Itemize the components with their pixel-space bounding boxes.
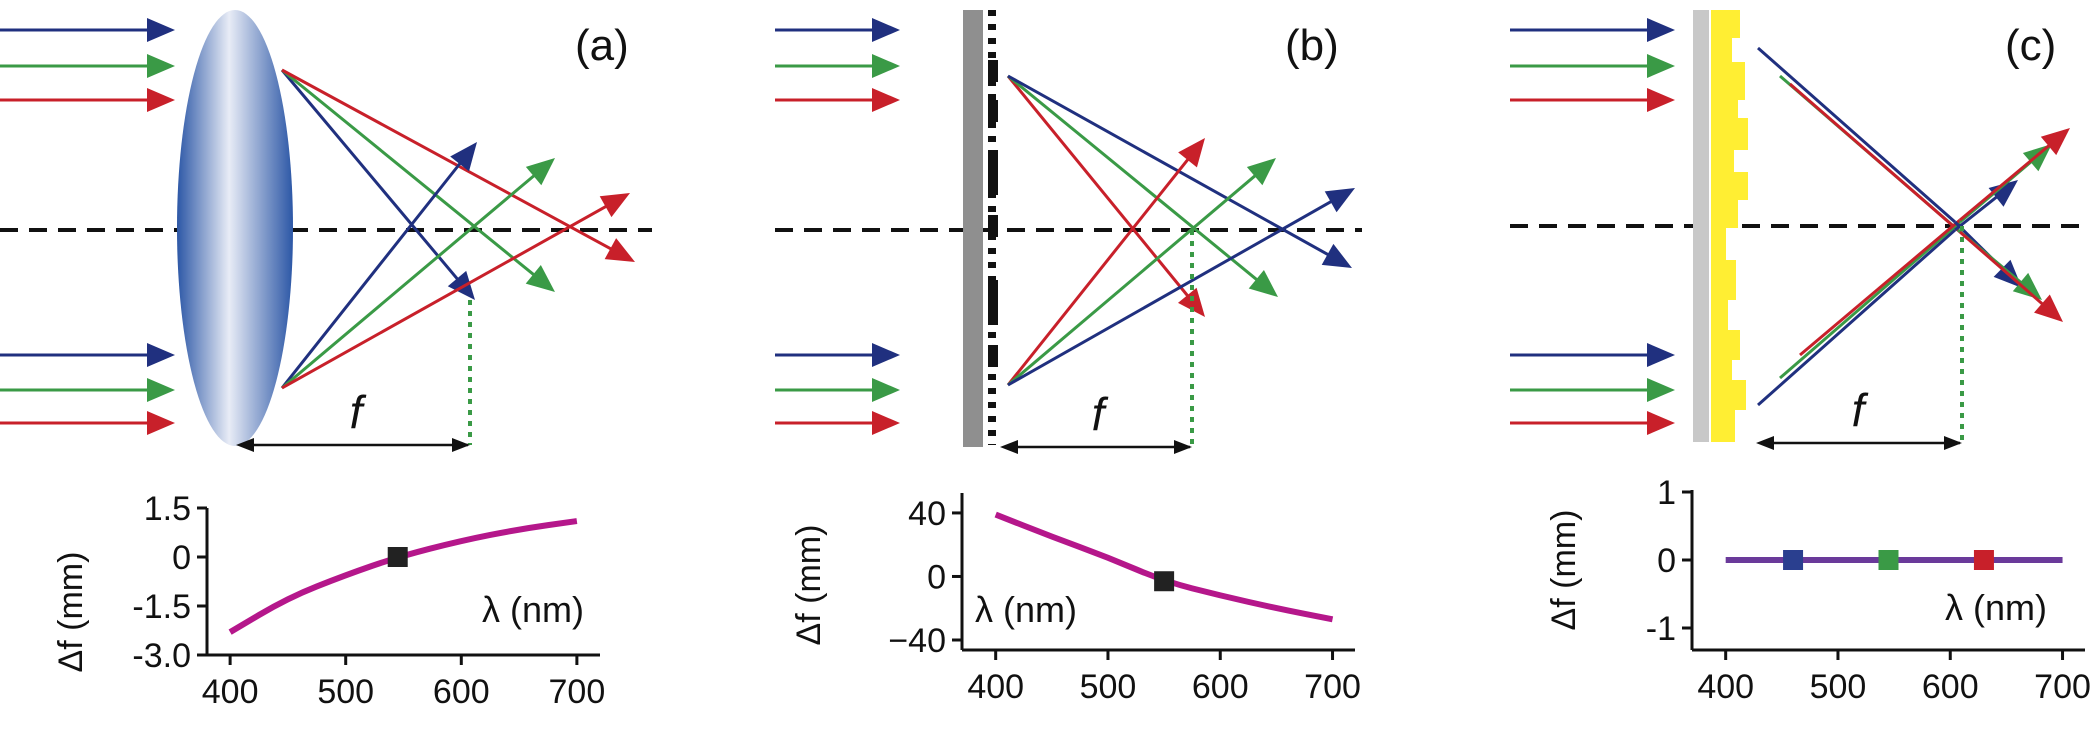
ray-c-bot-green [1779, 220, 1961, 380]
incident-ray-a-0-red [0, 88, 175, 112]
chart-c-x-label: λ (nm) [1945, 587, 2047, 628]
ray-c-bot-red [1799, 218, 1961, 357]
chart-a-xtick-label: 400 [202, 673, 259, 711]
focal-label-c: f [1852, 384, 1869, 436]
focal-label-a: f [350, 386, 367, 438]
ray-b-top-blue [1007, 74, 1352, 268]
ray-c-bot-blue [1757, 228, 1956, 407]
chart-a-xtick-label: 600 [433, 673, 490, 711]
incident-ray-b-1-red [775, 411, 900, 435]
metalens-grating [988, 60, 998, 367]
chart-c-xtick-label: 400 [1697, 668, 1754, 706]
chart-a-xtick-label: 700 [549, 673, 606, 711]
ray-a-top-blue [280, 69, 475, 300]
chart-c: 1 0 -1 400 500 600 700 λ (nm) Δf (mm) [1545, 474, 2091, 706]
ray-a-top-green [281, 68, 555, 292]
panel-label-b: (b) [1285, 21, 1339, 70]
incident-ray-b-1-blue [775, 343, 900, 367]
chart-c-marker [1878, 550, 1899, 570]
focal-length-a [236, 300, 472, 452]
ray-b-top-red [1006, 75, 1205, 317]
chart-a-curve [228, 518, 578, 635]
chart-b-ytick-label: −40 [888, 622, 946, 660]
chart-a-ytick-label: -3.0 [132, 637, 191, 675]
ray-c-top-blue [1757, 46, 1956, 224]
incident-ray-c-1-red [1510, 411, 1675, 435]
chart-b-curve [994, 511, 1334, 623]
incident-ray-c-0-blue [1510, 18, 1675, 42]
ray-a-bot-blue [280, 142, 477, 389]
chart-c-ytick-label: 1 [1657, 474, 1676, 512]
chart-a-xtick-label: 500 [317, 673, 374, 711]
chart-c-y-label: Δf (mm) [1545, 510, 1583, 631]
ray-a-bot-red [281, 193, 630, 390]
focal-length-b [1000, 230, 1194, 454]
ray-layer [0, 18, 2070, 435]
ray-b-bot-blue [1007, 188, 1355, 387]
ray-c-out-blue-up [1954, 180, 2018, 232]
incident-ray-c-1-green [1510, 378, 1675, 402]
chart-b-xtick-label: 500 [1080, 668, 1137, 706]
chart-a-ytick-label: 0 [172, 539, 191, 577]
chart-b-ytick-label: 40 [908, 495, 946, 533]
achromatic-substrate [1693, 10, 1709, 442]
incident-ray-a-0-green [0, 54, 175, 78]
incident-ray-b-0-blue [775, 18, 900, 42]
ray-b-bot-green [1007, 158, 1276, 387]
chart-c-marker [1783, 550, 1804, 570]
ray-c-out-red-up [1959, 128, 2070, 222]
chart-c-marker [1973, 550, 1994, 570]
incident-ray-b-0-green [775, 54, 900, 78]
chart-c-ytick-label: 0 [1657, 542, 1676, 580]
chart-c-xtick-label: 700 [2034, 668, 2091, 706]
incident-ray-b-0-red [775, 88, 900, 112]
incident-ray-c-0-green [1510, 54, 1675, 78]
chart-c-ytick-label: -1 [1646, 610, 1676, 648]
chart-c-xtick-label: 600 [1922, 668, 1979, 706]
chart-a: 1.5 0 -1.5 -3.0 400 500 600 700 λ (nm) Δf (mm) [52, 490, 605, 711]
chart-b-marker [1154, 571, 1175, 592]
ray-a-bot-green [281, 158, 555, 390]
ray-c-out-red-down [1959, 230, 2063, 322]
focal-label-b: f [1092, 388, 1109, 440]
chart-a-y-label: Δf (mm) [52, 552, 90, 673]
ray-a-top-red [281, 68, 635, 262]
incident-ray-a-0-blue [0, 18, 175, 42]
chart-a-ytick-label: 1.5 [144, 490, 191, 528]
incident-ray-c-0-red [1510, 88, 1675, 112]
panel-label-a: (a) [575, 21, 629, 70]
chart-a-marker [387, 547, 408, 567]
metalens-substrate [963, 10, 983, 447]
ray-c-top-red [1789, 82, 1961, 234]
refractive-lens [177, 10, 293, 446]
chart-a-x-label: λ (nm) [482, 589, 584, 630]
chart-b-xtick-label: 600 [1192, 668, 1249, 706]
chart-b-y-label: Δf (mm) [790, 525, 828, 646]
chart-b-ytick-label: 0 [927, 558, 946, 596]
chart-b-xtick-label: 700 [1304, 668, 1361, 706]
panel-label-c: (c) [2005, 21, 2056, 70]
ray-b-bot-red [1006, 138, 1205, 386]
incident-ray-b-1-green [775, 378, 900, 402]
incident-ray-a-1-red [0, 411, 175, 435]
chart-a-ytick-label: -1.5 [132, 588, 191, 626]
chart-b-x-label: λ (nm) [975, 589, 1077, 630]
focal-length-c [1756, 226, 1964, 450]
incident-ray-a-1-green [0, 378, 175, 402]
chart-c-xtick-label: 500 [1810, 668, 1867, 706]
achromatic-nanostructures [1711, 10, 1748, 442]
incident-ray-a-1-blue [0, 343, 175, 367]
incident-ray-c-1-blue [1510, 343, 1675, 367]
chart-b-xtick-label: 400 [967, 668, 1024, 706]
ray-b-top-green [1007, 74, 1278, 297]
